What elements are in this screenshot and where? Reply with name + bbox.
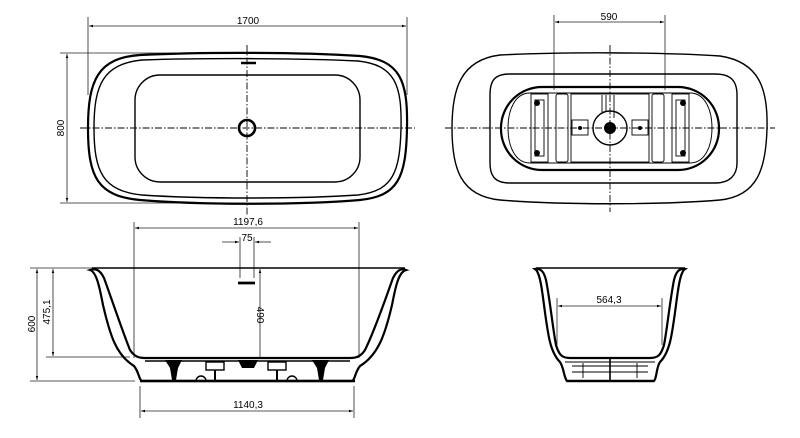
feet <box>165 360 329 382</box>
bolt-icon <box>534 100 540 106</box>
base-plinth <box>489 73 738 184</box>
outer-outline <box>451 52 768 205</box>
shell-outline <box>531 267 689 383</box>
foot-icon <box>312 360 329 380</box>
width-label: 800 <box>56 119 67 136</box>
inner-depth-label: 475,1 <box>42 299 53 324</box>
inner-rim <box>93 57 402 199</box>
bolt-icon <box>680 150 686 156</box>
top-view: 1700 800 <box>56 16 415 215</box>
drain-fitting-icon <box>238 360 258 368</box>
support-span-label: 590 <box>601 12 618 23</box>
basin-outline <box>134 74 361 183</box>
arch-icon <box>195 375 207 382</box>
bracket-icon <box>205 361 225 371</box>
bolt-icon <box>680 100 686 106</box>
inner-width-label: 564,3 <box>596 295 621 306</box>
bracket-left <box>571 119 589 136</box>
frame-inner <box>507 92 713 164</box>
shell-outline <box>86 268 410 383</box>
bracket-icon <box>267 361 287 371</box>
length-label: 1700 <box>237 16 260 27</box>
base-length-label: 1140,3 <box>233 400 263 411</box>
foot-icon <box>165 360 182 380</box>
overflow-width-label: 75 <box>241 233 253 244</box>
side-view: 1197,6 75 490 600 475,1 <box>27 217 410 418</box>
bracket-right <box>631 119 649 136</box>
outer-rim <box>86 51 409 205</box>
inner-length-label: 1197,6 <box>233 217 263 228</box>
bolt-icon <box>534 150 540 156</box>
overflow-height-label: 490 <box>254 307 265 324</box>
bolt-icon <box>638 126 642 130</box>
arch-icon <box>286 375 298 382</box>
bottom-view: 590 <box>445 12 775 212</box>
total-height-label: 600 <box>27 315 38 332</box>
end-view: 564,3 <box>531 267 689 383</box>
